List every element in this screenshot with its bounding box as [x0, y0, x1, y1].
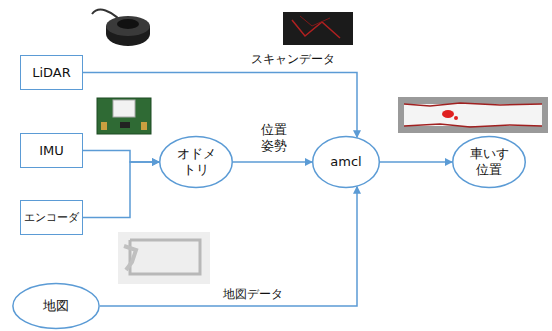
imu-board [97, 98, 151, 134]
input-ellipse: 地図 [12, 283, 100, 329]
process-ellipse: オドメ トリ [159, 136, 233, 188]
output-ellipse: 車いす 位置 [452, 136, 526, 188]
node-label: amcl [330, 154, 361, 170]
connector-arrow [100, 187, 357, 306]
node-label: エンコーダ [24, 211, 79, 224]
node-label: 車いす 位置 [467, 146, 511, 177]
connector-arrow [380, 161, 452, 163]
node-label: 地図 [43, 298, 69, 314]
process-ellipse: amcl [312, 136, 380, 188]
connector-arrow [83, 73, 357, 138]
map-image [118, 232, 210, 284]
connector-arrow [233, 161, 312, 163]
connector-arrow [83, 162, 159, 218]
sensor-box: LiDAR [20, 55, 83, 90]
connector-arrow [83, 151, 159, 163]
sensor-box: IMU [20, 133, 83, 168]
edge-label: 地図データ [222, 287, 284, 301]
edge-label: スキャンデータ [250, 52, 336, 66]
edge-label: 位置 姿勢 [259, 122, 290, 153]
node-label: IMU [39, 143, 64, 159]
node-label: LiDAR [32, 65, 71, 81]
lidar-device [92, 10, 150, 46]
amcl-result-map [398, 97, 548, 133]
scan-image [283, 12, 353, 45]
node-label: オドメ トリ [174, 146, 218, 177]
sensor-box: エンコーダ [20, 200, 83, 235]
